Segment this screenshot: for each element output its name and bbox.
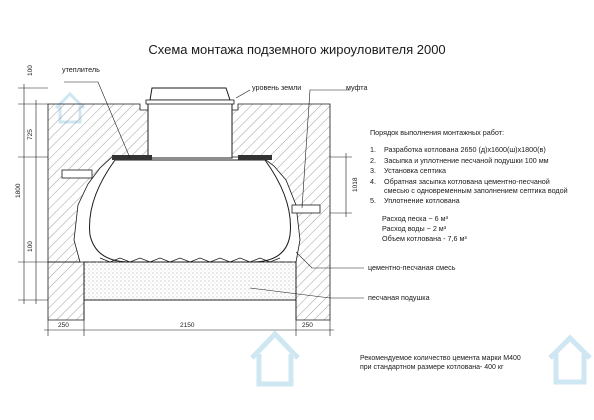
quantities-block: Расход песка ~ 6 м³ Расход воды ~ 2 м³ О… [382, 214, 467, 244]
dim-725: 725 [27, 129, 34, 140]
dim-250-left: 250 [58, 322, 69, 329]
label-coupling: муфта [346, 83, 368, 92]
step-item: 3.Установка септика [370, 166, 447, 176]
label-sand-cushion: песчаная подушка [368, 293, 430, 302]
label-ground-level: уровень земли [252, 83, 302, 92]
watermark-house-icon [548, 334, 592, 385]
sand-consumption: Расход песка ~ 6 м³ [382, 214, 448, 223]
cement-note: Рекомендуемое количество цемента марки М… [360, 354, 521, 372]
water-consumption: Расход воды ~ 2 м³ [382, 224, 447, 234]
dim-1018: 1018 [352, 177, 359, 192]
step-item: 1.Разработка котлована 2650 (д)х1600(ш)х… [370, 145, 546, 154]
cement-note-line1: Рекомендуемое количество цемента марки М… [360, 355, 521, 362]
cement-note-line2: при стандартном размере котлована- 400 к… [360, 364, 504, 372]
dim-top-100: 100 [27, 65, 34, 76]
installation-steps: Порядок выполнения монтажных работ: 1.Ра… [370, 128, 568, 208]
dim-1800: 1800 [15, 183, 22, 198]
dim-250-right: 250 [302, 322, 313, 329]
sand-cushion-layer [83, 261, 297, 301]
step-item: смесью с одновременным заполнением септи… [384, 185, 568, 195]
page-title: Схема монтажа подземного жироуловителя 2… [148, 42, 446, 57]
dim-bottom-100: 100 [27, 241, 34, 252]
watermark-house-icon [250, 330, 300, 387]
step-item: 4.Обратная засыпка котлована цементно-пе… [370, 176, 550, 186]
tank-body [61, 87, 321, 263]
dim-2150: 2150 [180, 322, 195, 329]
steps-heading: Порядок выполнения монтажных работ: [370, 128, 504, 137]
pit-volume: Объем котлована - 7,6 м³ [382, 234, 467, 244]
label-insulation: утеплитель [62, 65, 100, 74]
step-item: 5.Уплотнение котлована [370, 196, 460, 206]
label-cement-sand-mix: цементно-песчаная смесь [368, 263, 456, 272]
dimension-lines [18, 84, 352, 336]
leader-lines [64, 81, 364, 299]
step-item: 2.Засыпка и уплотнение песчаной подушки … [370, 155, 549, 165]
